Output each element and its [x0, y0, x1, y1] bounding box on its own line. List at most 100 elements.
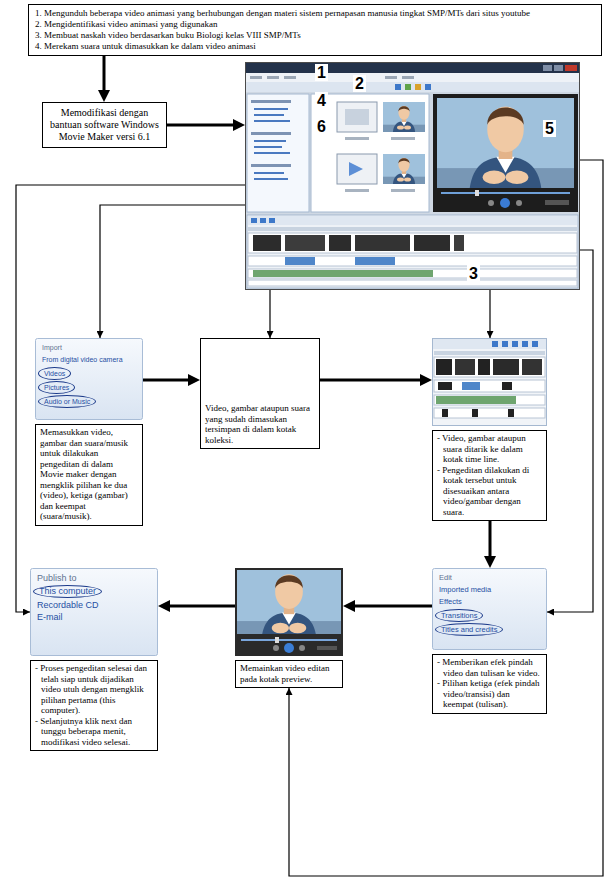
timeline-strip	[492, 341, 498, 347]
flow-arrow	[320, 379, 426, 382]
screenshot-crop	[201, 339, 319, 401]
movie-maker-screenshot	[254, 108, 288, 110]
timeline-strip	[433, 339, 547, 426]
movie-maker-screenshot	[250, 76, 262, 79]
timeline-strip	[436, 359, 452, 375]
caption-text: Video, gambar ataupun suara yang sudah d…	[205, 403, 315, 445]
screenshot-window: 123456	[245, 62, 580, 290]
movie-maker-screenshot	[500, 198, 510, 208]
movie-maker-screenshot	[254, 172, 284, 174]
movie-maker-screenshot	[251, 132, 291, 135]
timeline-strip	[442, 409, 448, 417]
callout-leader	[289, 160, 603, 876]
movie-maker-screenshot	[246, 82, 579, 92]
movie-maker-screenshot	[345, 189, 369, 192]
publish-step: Publish toThis computerRecordable CDE-ma…	[30, 568, 158, 751]
edit-step: EditImported mediaEffectsTransitionsTitl…	[432, 568, 547, 714]
movie-maker-screenshot	[355, 235, 410, 251]
preview-step: Memainkan video editan pada kotak previe…	[235, 568, 343, 688]
movie-maker-screenshot	[248, 233, 577, 253]
callout-number: 5	[543, 120, 556, 137]
movie-maker-screenshot	[488, 200, 494, 206]
movie-maker-screenshot	[425, 84, 431, 90]
preview-window	[299, 645, 305, 651]
movie-maker-screenshot	[554, 65, 563, 71]
timeline-strip	[522, 359, 542, 375]
caption-box: Memainkan video editan pada kotak previe…	[235, 660, 343, 688]
movie-maker-screenshot	[349, 162, 363, 176]
movie-maker-screenshot	[246, 63, 610, 290]
screenshot-crop: EditImported mediaEffectsTransitionsTitl…	[432, 568, 547, 650]
timeline-strip	[433, 339, 547, 426]
timeline-step: - Video, gambar ataupun suara ditarik ke…	[432, 338, 547, 521]
movie-maker-screenshot	[345, 109, 369, 125]
import-panel	[36, 339, 143, 420]
node-text: 2. Mengidentifikasi video animasi yang d…	[35, 19, 595, 30]
movie-maker-screenshot	[253, 235, 281, 251]
timeline-strip	[508, 409, 514, 417]
movie-maker-screenshot	[405, 84, 411, 90]
timeline-strip	[472, 409, 478, 417]
caption-text: Memasukkan video, gambar dan suara/musik…	[40, 427, 138, 522]
menu-option: Audio or Music	[38, 395, 96, 408]
movie-maker-screenshot	[248, 216, 577, 225]
preview-window	[273, 645, 279, 651]
movie-maker-screenshot	[337, 102, 377, 132]
flow-arrow	[164, 605, 235, 608]
movie-maker-screenshot	[248, 256, 577, 266]
preview-window	[275, 637, 279, 643]
movie-maker-screenshot	[516, 200, 522, 206]
movie-maker-screenshot	[543, 65, 552, 71]
movie-maker-screenshot	[337, 154, 377, 184]
callout-number: 4	[315, 92, 328, 109]
movie-maker-screenshot	[254, 120, 290, 122]
menu-option: Import	[42, 342, 139, 354]
caption-text: - Selanjutnya klik next dan tunggu beber…	[35, 716, 153, 748]
movie-maker-screenshot	[565, 65, 577, 71]
movie-maker-screenshot	[269, 218, 275, 223]
caption-text: - Pilihan ketiga (efek pindah video/tran…	[437, 678, 542, 710]
publish-panel	[31, 569, 158, 656]
caption-box: Video, gambar ataupun suara yang sudah d…	[201, 401, 319, 448]
movie-maker-screenshot	[254, 140, 286, 142]
timeline-strip	[532, 341, 538, 347]
flow-arrow	[489, 521, 492, 562]
screenshot-crop: ImportFrom digital video cameraVideosPic…	[35, 338, 143, 420]
movie-maker-screenshot	[260, 218, 266, 223]
timeline-strip	[434, 395, 545, 405]
timeline-strip	[462, 382, 480, 390]
movie-maker-screenshot	[329, 235, 351, 251]
menu-option: This computer	[33, 585, 102, 598]
timeline-strip	[522, 341, 528, 347]
timeline-strip	[433, 339, 546, 349]
preview-window	[241, 639, 337, 641]
menu-option: Publish to	[37, 572, 154, 584]
preview-window	[168, 559, 411, 646]
movie-maker-screenshot	[246, 73, 579, 82]
movie-maker-screenshot	[441, 192, 570, 194]
timeline-strip	[512, 341, 518, 347]
import-panel	[36, 339, 143, 420]
movie-maker-screenshot	[254, 152, 290, 154]
flow-arrow	[143, 379, 194, 382]
callout-number: 1	[315, 64, 328, 81]
callout-leader	[269, 290, 270, 338]
menu-option: Titles and credits	[435, 623, 503, 636]
movie-maker-screenshot	[395, 84, 401, 90]
movie-maker-screenshot	[247, 94, 309, 212]
timeline-strip	[478, 359, 490, 375]
callout-number: 2	[353, 75, 366, 92]
preview-window	[284, 643, 294, 653]
movie-maker-screenshot	[415, 84, 421, 90]
movie-maker-screenshot	[402, 76, 414, 79]
movie-maker-screenshot	[414, 235, 450, 251]
caption-text: - Memberikan efek pindah video dan tulis…	[437, 657, 542, 678]
node-text: Memodifikasi dengan bantuan software Win…	[48, 107, 161, 143]
collection-step: Video, gambar ataupun suara yang sudah d…	[200, 338, 320, 449]
menu-option: Pictures	[38, 381, 75, 394]
node-text: 4. Merekam suara untuk dimasukkan ke dal…	[35, 41, 595, 52]
movie-maker-screenshot	[247, 215, 578, 288]
menu-option: Effects	[439, 596, 543, 608]
movie-maker-screenshot	[545, 200, 569, 205]
flow-arrow	[167, 124, 239, 127]
